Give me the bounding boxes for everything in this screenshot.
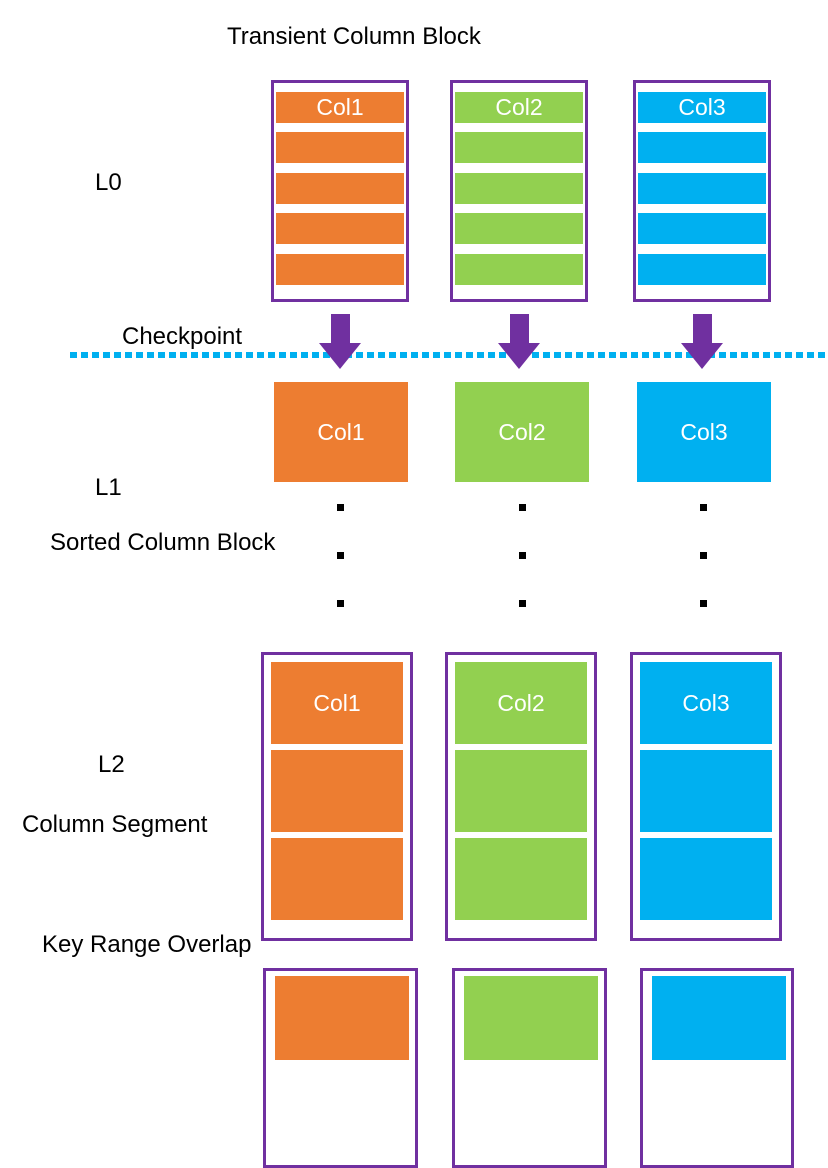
overlap-box-col3 bbox=[640, 968, 794, 1168]
arrow-head bbox=[319, 343, 361, 369]
l0-col1-bar bbox=[276, 213, 404, 244]
l0-col1-bar bbox=[276, 254, 404, 285]
l1-sorted-block-col2: Col2 bbox=[455, 382, 589, 482]
l2-column-segment-col1: Col1 bbox=[261, 652, 413, 941]
l0-col3-bar bbox=[638, 254, 766, 285]
l2-col1-label: Col1 bbox=[313, 689, 361, 716]
l2-col2-block bbox=[455, 838, 587, 920]
l2-col3-block bbox=[640, 750, 772, 832]
ellipsis-dot bbox=[700, 600, 707, 607]
arrow-shaft bbox=[509, 314, 529, 343]
arrow-shaft bbox=[692, 314, 712, 343]
overlap-col1-block bbox=[275, 976, 409, 1060]
sorted-column-block-label: Sorted Column Block bbox=[50, 529, 276, 556]
l0-col3-header-bar: Col3 bbox=[638, 92, 766, 123]
arrow-head bbox=[681, 343, 723, 369]
l1-col2-label: Col2 bbox=[498, 418, 546, 445]
l0-col2-bar bbox=[455, 213, 583, 244]
l2-col3-block bbox=[640, 838, 772, 920]
l2-col3-label: Col3 bbox=[682, 689, 730, 716]
flush-arrow-col3 bbox=[681, 314, 723, 369]
l0-col3-bar bbox=[638, 132, 766, 163]
l0-col1-header-bar: Col1 bbox=[276, 92, 404, 123]
arrow-shaft bbox=[330, 314, 350, 343]
l0-col2-bar bbox=[455, 173, 583, 204]
flush-arrow-col1 bbox=[319, 314, 361, 369]
ellipsis-dot bbox=[337, 600, 344, 607]
l0-col2-bar bbox=[455, 132, 583, 163]
diagram-title: Transient Column Block bbox=[227, 23, 481, 50]
ellipsis-dot bbox=[519, 504, 526, 511]
l1-col3-label: Col3 bbox=[680, 418, 728, 445]
level-l0-label: L0 bbox=[95, 169, 122, 196]
key-range-overlap-label: Key Range Overlap bbox=[42, 931, 252, 958]
ellipsis-dot bbox=[519, 552, 526, 559]
l2-column-segment-col2: Col2 bbox=[445, 652, 597, 941]
column-segment-label: Column Segment bbox=[22, 811, 208, 838]
l0-col1-bar bbox=[276, 132, 404, 163]
l2-col1-header-block: Col1 bbox=[271, 662, 403, 744]
l0-col3-bar bbox=[638, 173, 766, 204]
l1-sorted-block-col3: Col3 bbox=[637, 382, 771, 482]
overlap-box-col1 bbox=[263, 968, 418, 1168]
ellipsis-dot bbox=[700, 504, 707, 511]
overlap-col3-block bbox=[652, 976, 786, 1060]
l0-col2-bar bbox=[455, 254, 583, 285]
l2-col2-header-block: Col2 bbox=[455, 662, 587, 744]
l2-col2-label: Col2 bbox=[497, 689, 545, 716]
flush-arrow-col2 bbox=[498, 314, 540, 369]
l0-transient-block-col1: Col1 bbox=[271, 80, 409, 302]
overlap-col2-block bbox=[464, 976, 598, 1060]
l2-col1-block bbox=[271, 838, 403, 920]
overlap-box-col2 bbox=[452, 968, 607, 1168]
l0-transient-block-col3: Col3 bbox=[633, 80, 771, 302]
ellipsis-dot bbox=[700, 552, 707, 559]
l0-col3-bar bbox=[638, 213, 766, 244]
l0-col1-label: Col1 bbox=[316, 94, 364, 120]
l1-sorted-block-col1: Col1 bbox=[274, 382, 408, 482]
checkpoint-line bbox=[70, 352, 828, 358]
l0-transient-block-col2: Col2 bbox=[450, 80, 588, 302]
arrow-head bbox=[498, 343, 540, 369]
ellipsis-dot bbox=[337, 552, 344, 559]
ellipsis-dot bbox=[519, 600, 526, 607]
l2-col3-header-block: Col3 bbox=[640, 662, 772, 744]
l0-col2-header-bar: Col2 bbox=[455, 92, 583, 123]
l0-col2-label: Col2 bbox=[495, 94, 543, 120]
l2-column-segment-col3: Col3 bbox=[630, 652, 782, 941]
level-l1-label: L1 bbox=[95, 474, 122, 501]
level-l2-label: L2 bbox=[98, 751, 125, 778]
ellipsis-dot bbox=[337, 504, 344, 511]
l0-col1-bar bbox=[276, 173, 404, 204]
checkpoint-label: Checkpoint bbox=[122, 323, 243, 350]
l1-col1-label: Col1 bbox=[317, 418, 365, 445]
l2-col1-block bbox=[271, 750, 403, 832]
l2-col2-block bbox=[455, 750, 587, 832]
l0-col3-label: Col3 bbox=[678, 94, 726, 120]
